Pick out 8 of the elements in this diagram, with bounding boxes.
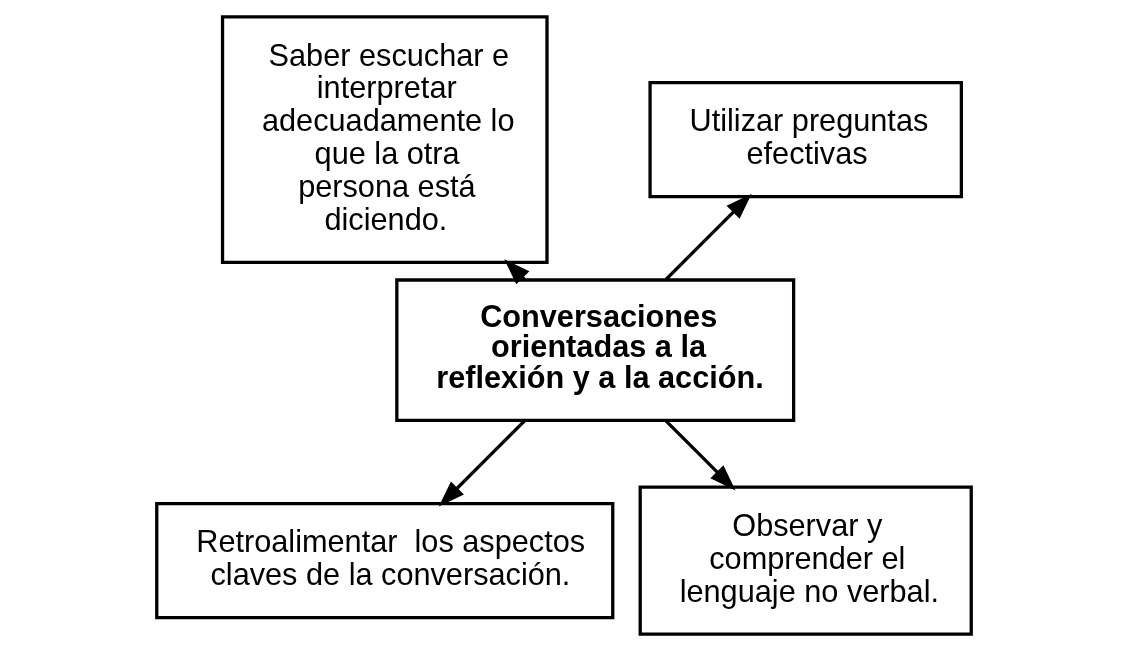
node-box: Retroalimentar los aspectos claves de la conversación. — [155, 502, 615, 620]
node-box: Utilizar preguntas efectivas — [648, 81, 963, 199]
arrow — [504, 259, 530, 285]
node-box: Saber escuchar e interpretar adecuadamente lo que la otra persona está diciendo. — [220, 15, 549, 265]
arrow — [664, 419, 736, 491]
arrow — [664, 193, 752, 281]
node-box: Observar y comprender el lenguaje no verbal. — [638, 485, 973, 636]
arrow — [438, 419, 526, 507]
